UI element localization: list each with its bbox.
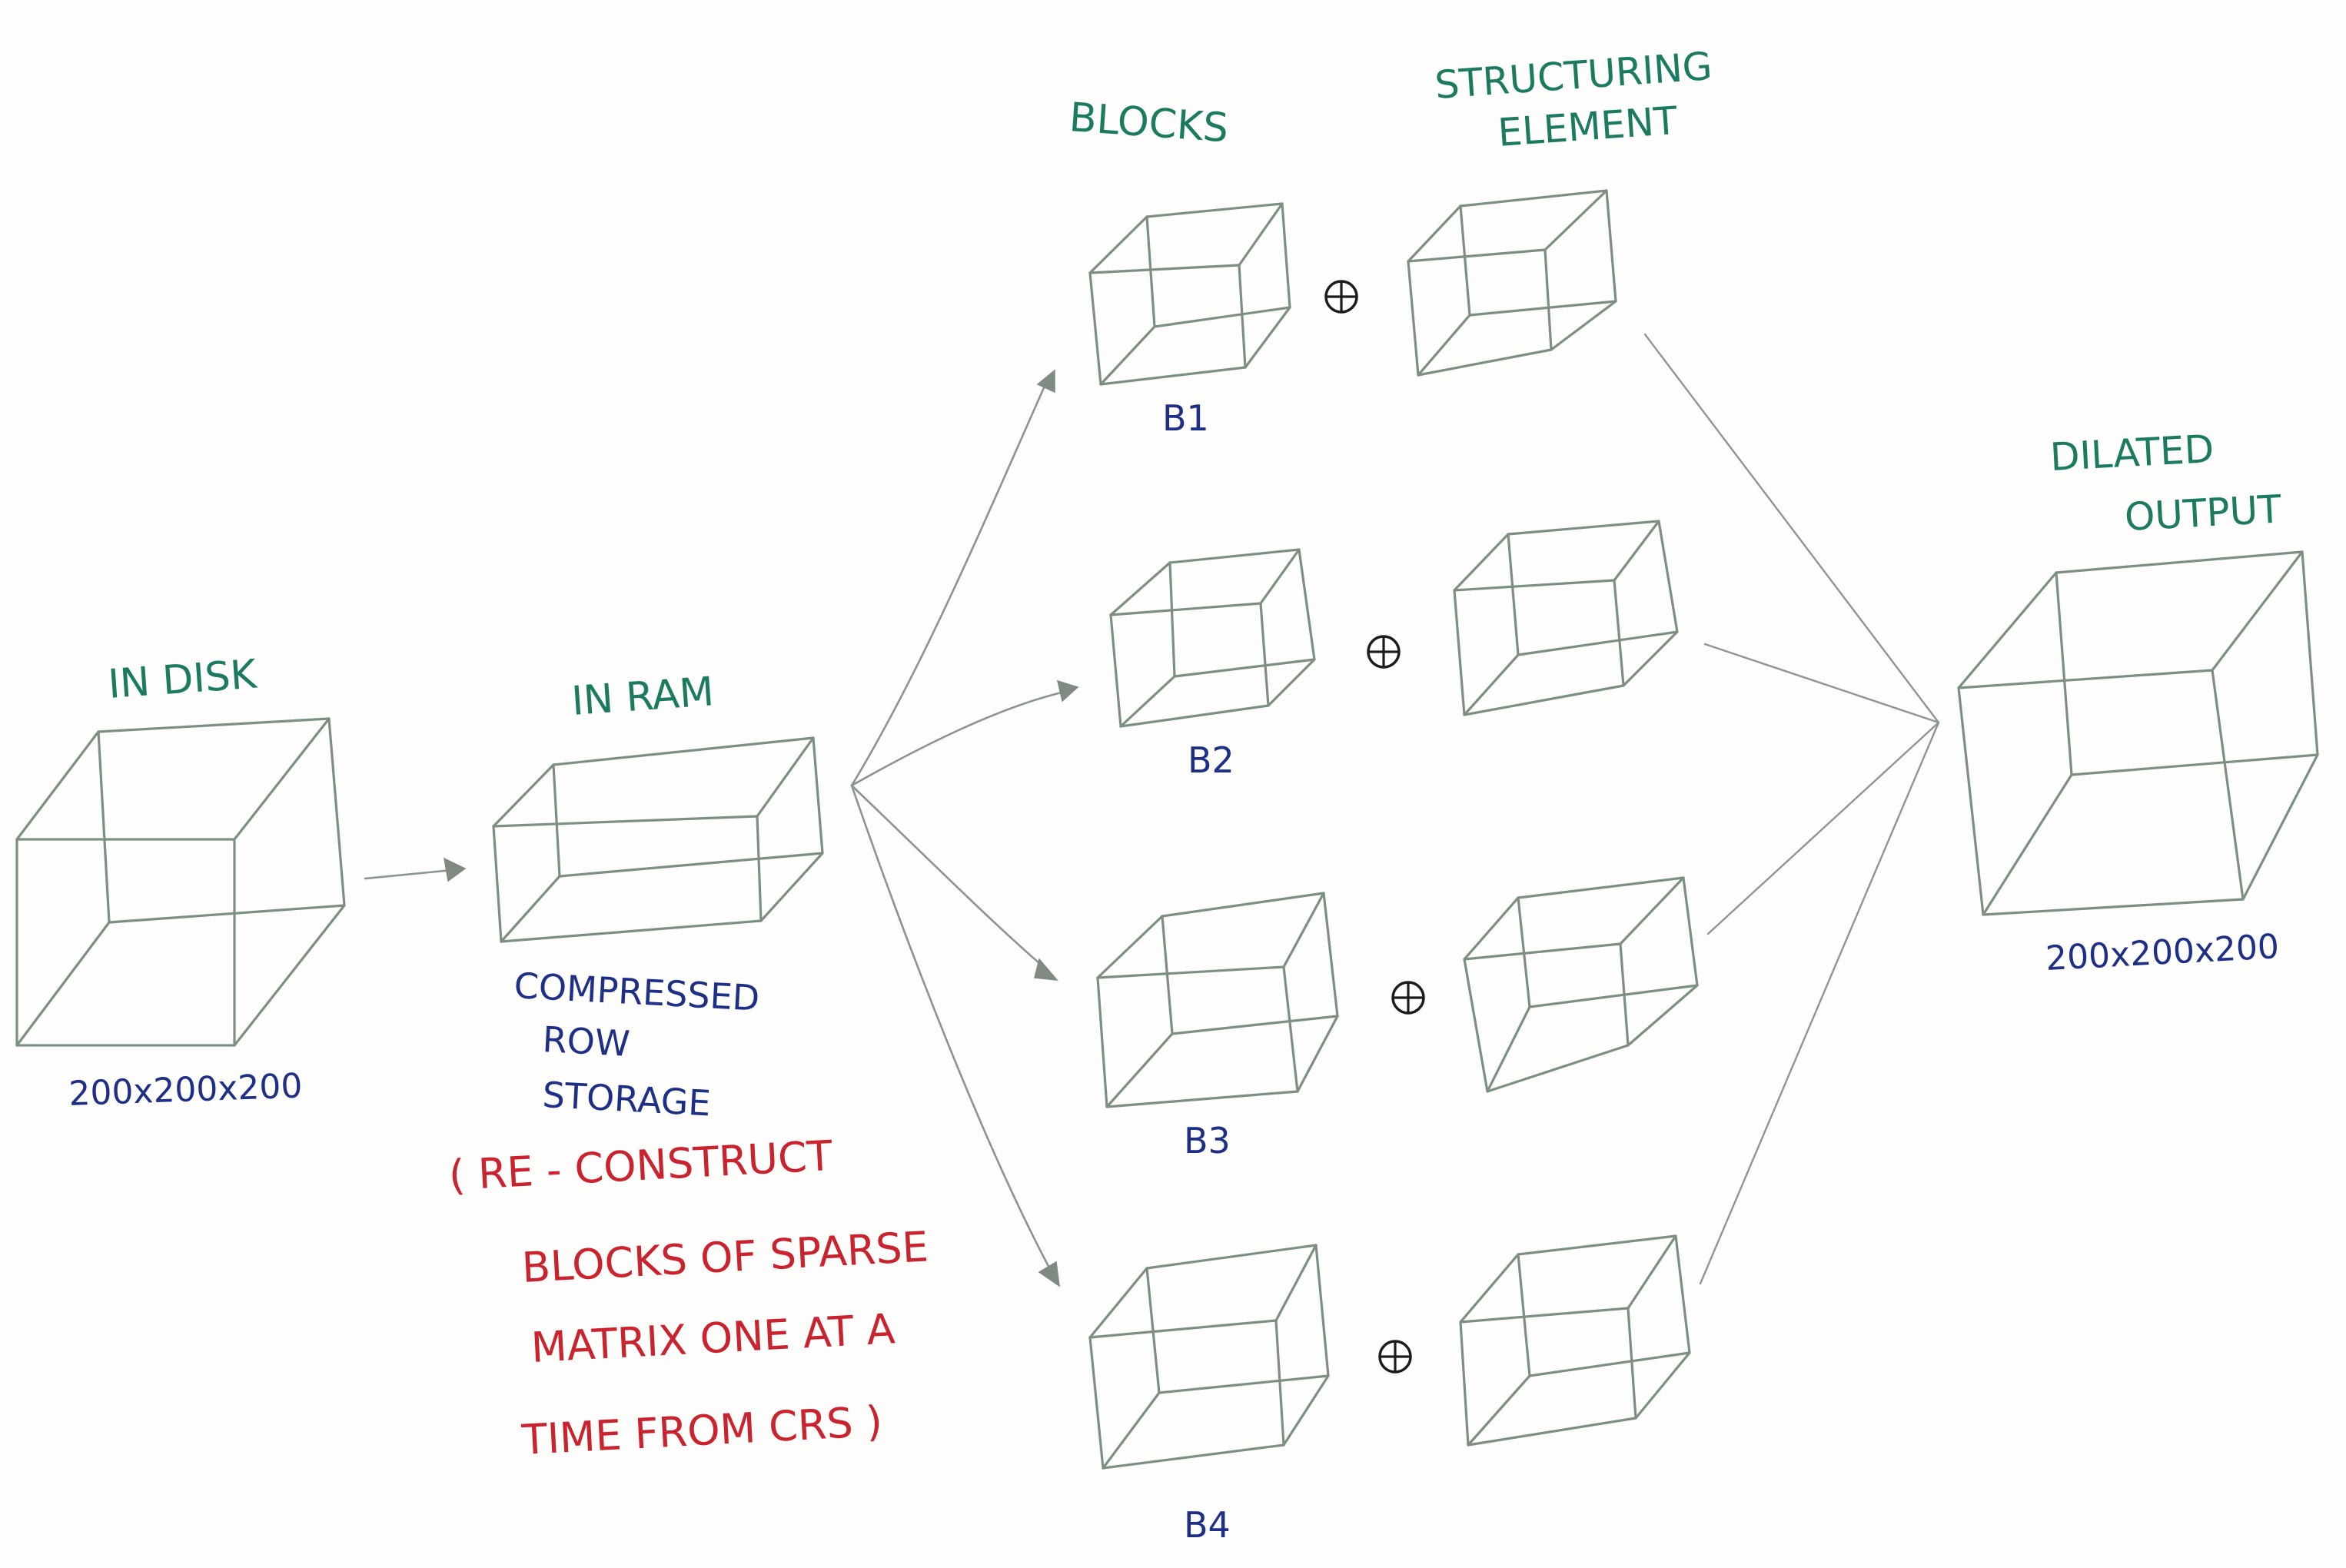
oplus-operator-1 <box>1324 280 1358 314</box>
oplus-operator-4 <box>1378 1340 1412 1374</box>
block-label-b1: B1 <box>1162 397 1209 439</box>
block-label-b2: B2 <box>1188 739 1234 781</box>
blocks-header: BLOCKS <box>1068 95 1230 151</box>
block-cube-b2 <box>1109 548 1316 728</box>
block-cube-b3 <box>1096 892 1339 1108</box>
arrow-ram-to-b1 <box>850 369 1055 787</box>
arrow-ram-to-b2 <box>850 679 1079 787</box>
output-size-label: 200x200x200 <box>2045 927 2280 978</box>
note-line1: ( RE - CONSTRUCT <box>447 1131 834 1200</box>
dilated-output-cube <box>1957 550 2319 916</box>
structuring-element-cube-2 <box>1453 520 1679 716</box>
note-line4: TIME FROM CRS ) <box>520 1397 883 1465</box>
note-line3: MATRIX ONE AT A <box>530 1304 896 1372</box>
oplus-operator-3 <box>1391 981 1425 1015</box>
block-label-b4: B4 <box>1184 1504 1231 1546</box>
block-label-b3: B3 <box>1184 1120 1231 1161</box>
crs-label-line3: STORAGE <box>541 1074 712 1124</box>
structuring-element-cube-1 <box>1407 189 1617 377</box>
crs-label-line1: COMPRESSED <box>513 965 760 1019</box>
block-cube-b4 <box>1088 1244 1330 1470</box>
note-line2: BLOCKS OF SPARSE <box>520 1222 929 1292</box>
output-header-line1: DILATED <box>2049 427 2215 480</box>
arrow-ram-to-b4 <box>850 784 1060 1287</box>
in-ram-label: IN RAM <box>570 669 716 725</box>
in-disk-label: IN DISK <box>107 652 260 708</box>
structuring-element-cube-4 <box>1459 1234 1691 1447</box>
arrow-disk-to-ram <box>364 857 467 882</box>
structuring-element-cube-3 <box>1463 876 1699 1093</box>
output-header-line2: OUTPUT <box>2124 487 2283 540</box>
in-ram-cube <box>492 736 824 943</box>
in-disk-cube <box>15 717 346 1047</box>
crs-label-line2: ROW <box>541 1018 630 1065</box>
merge-lines <box>1643 333 1940 1285</box>
disk-size-label: 200x200x200 <box>68 1066 304 1114</box>
se-header-line2: ELEMENT <box>1497 98 1680 155</box>
block-cube-b1 <box>1088 202 1291 386</box>
arrow-ram-to-b3 <box>850 784 1058 981</box>
oplus-operator-2 <box>1367 635 1401 669</box>
